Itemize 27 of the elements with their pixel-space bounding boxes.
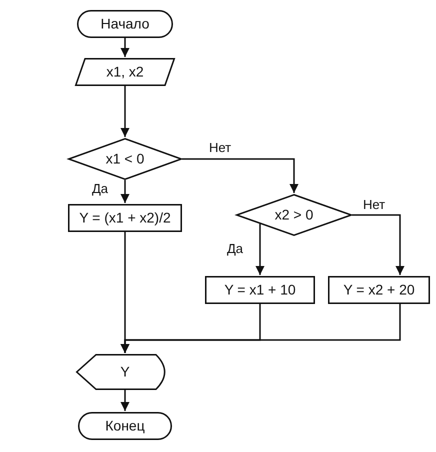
node-label: Конец [104, 418, 146, 434]
node-label: Начало [100, 16, 150, 32]
arrow [120, 180, 130, 203]
edge-label: Да [226, 242, 244, 256]
process-box [328, 276, 430, 304]
node-label: Y = x1 + 10 [223, 282, 297, 298]
arrow [120, 304, 401, 353]
node-label: x1, x2 [105, 64, 145, 80]
input-parallelogram [75, 58, 175, 86]
decision-diamond [236, 194, 352, 236]
node-label: Y [119, 364, 131, 380]
arrow [352, 214, 404, 275]
node-label: Y = (x1 + x2)/2 [78, 210, 172, 226]
edge-label: Нет [362, 198, 386, 212]
node-label: Y = x2 + 20 [342, 282, 416, 298]
arrow [182, 158, 298, 193]
decision-diamond [68, 138, 182, 180]
edge-label: Да [91, 182, 110, 196]
process-box [68, 204, 182, 232]
process-box [205, 276, 315, 304]
arrow [120, 38, 130, 57]
edge-label: Нет [208, 141, 232, 156]
node-label: x1 < 0 [104, 151, 146, 167]
arrow [120, 86, 130, 137]
arrow [120, 390, 130, 411]
node-label: x2 > 0 [274, 207, 314, 223]
arrow [256, 224, 264, 275]
